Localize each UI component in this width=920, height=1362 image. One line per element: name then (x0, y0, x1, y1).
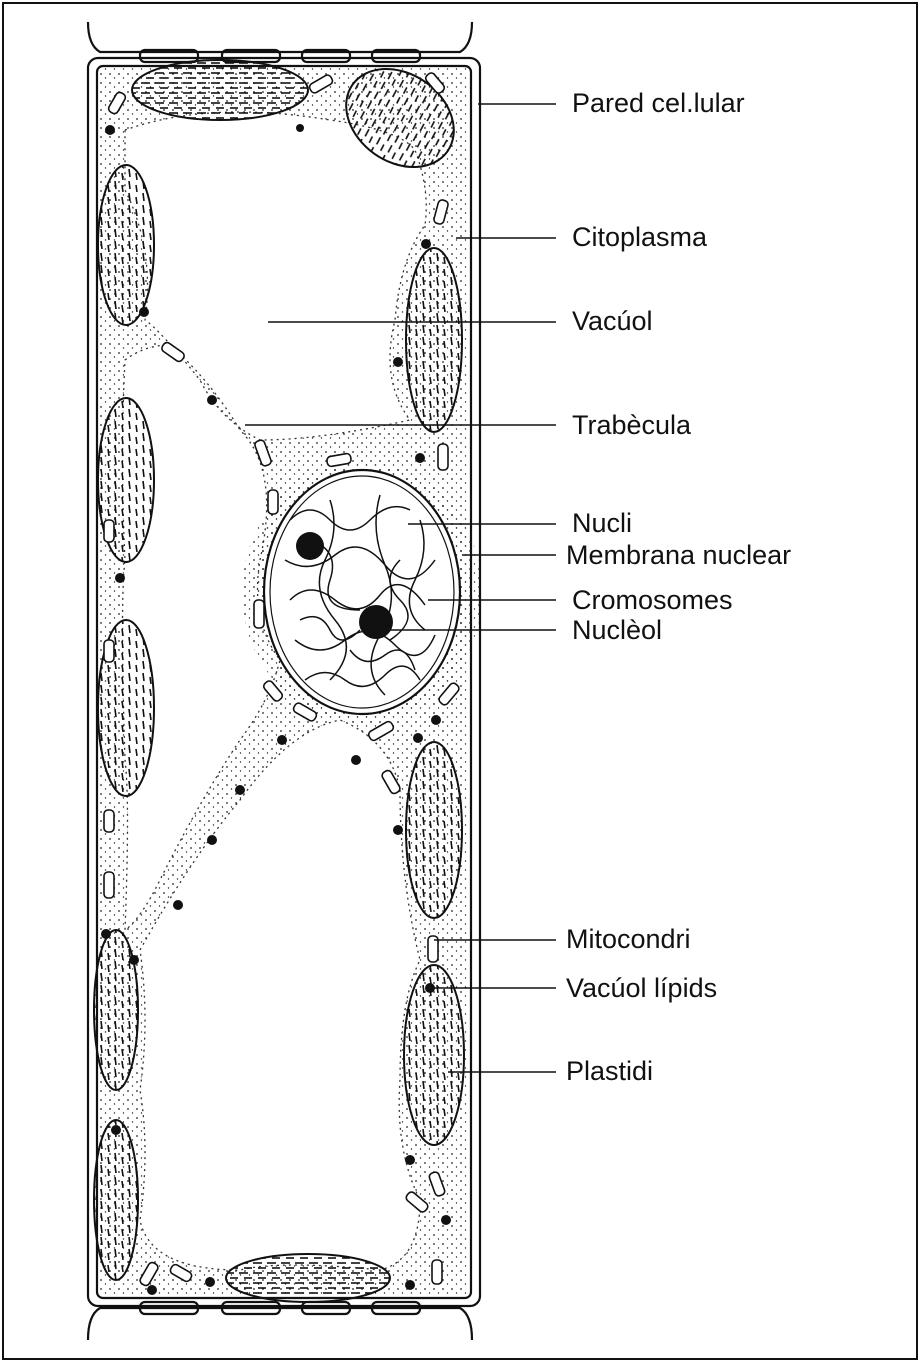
label-membrana-nuclear: Membrana nuclear (566, 540, 791, 570)
label-citoplasma: Citoplasma (572, 222, 707, 252)
label-mitocondri: Mitocondri (566, 924, 691, 954)
label-plastidi: Plastidi (566, 1056, 653, 1086)
label-cromosomes: Cromosomes (572, 585, 733, 615)
label-vacuol-lipids: Vacúol lípids (566, 973, 717, 1003)
nucleolus-1 (296, 532, 324, 560)
nucleolus-2 (359, 605, 393, 639)
label-pared-cellular: Pared cel.lular (572, 88, 745, 118)
label-nucleol: Nuclèol (572, 615, 662, 645)
nuclear-membrane (264, 470, 460, 714)
label-vacuol: Vacúol (572, 306, 653, 336)
label-nucli: Nucli (572, 508, 632, 538)
label-trabecula: Trabècula (572, 410, 691, 440)
